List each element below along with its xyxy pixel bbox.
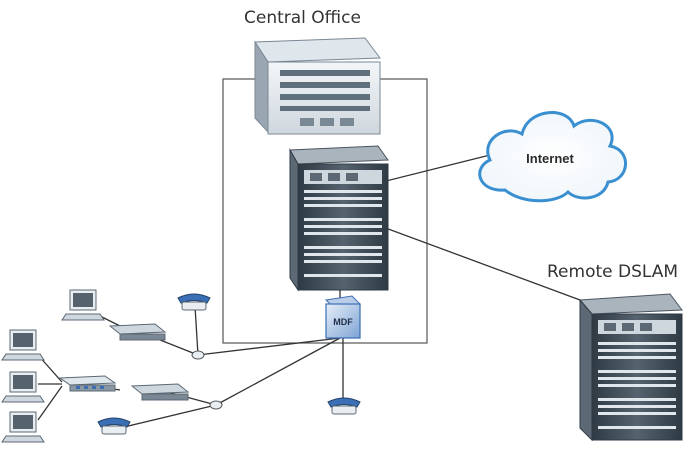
computer-left-a: [1, 329, 45, 361]
splitter-upper: [191, 350, 205, 360]
central-office-title: Central Office: [244, 8, 361, 28]
link-mdf-lower-splitter: [215, 337, 341, 406]
central-office-server: [254, 37, 381, 135]
dsl-modem-upper: [108, 323, 167, 341]
telephone-lower-center: [327, 397, 361, 415]
internet-cloud: Internet: [478, 111, 627, 203]
ethernet-switch: [58, 375, 117, 392]
link-splitter-phone2: [119, 404, 217, 429]
remote-dslam-title: Remote DSLAM: [547, 262, 679, 282]
computer-left-c: [1, 411, 45, 443]
link-mdf-upper-splitter: [197, 337, 341, 356]
telephone-upper: [177, 293, 211, 311]
internet-label: Internet: [526, 151, 574, 166]
link-splitter-phone1: [194, 305, 199, 356]
dsl-modem-lower: [130, 383, 190, 401]
link-switch-pc-c: [37, 385, 63, 421]
remote-dslam-rack: [578, 293, 683, 442]
telephone-lower-left: [97, 417, 131, 435]
mdf-label: MDF: [333, 317, 353, 327]
central-dslam-rack: [289, 145, 389, 292]
computer-left-b: [1, 371, 45, 403]
computer-upper: [61, 289, 105, 321]
splitter-lower: [209, 400, 223, 410]
mdf-box: MDF: [324, 295, 362, 339]
link-pc-modem: [99, 315, 121, 327]
